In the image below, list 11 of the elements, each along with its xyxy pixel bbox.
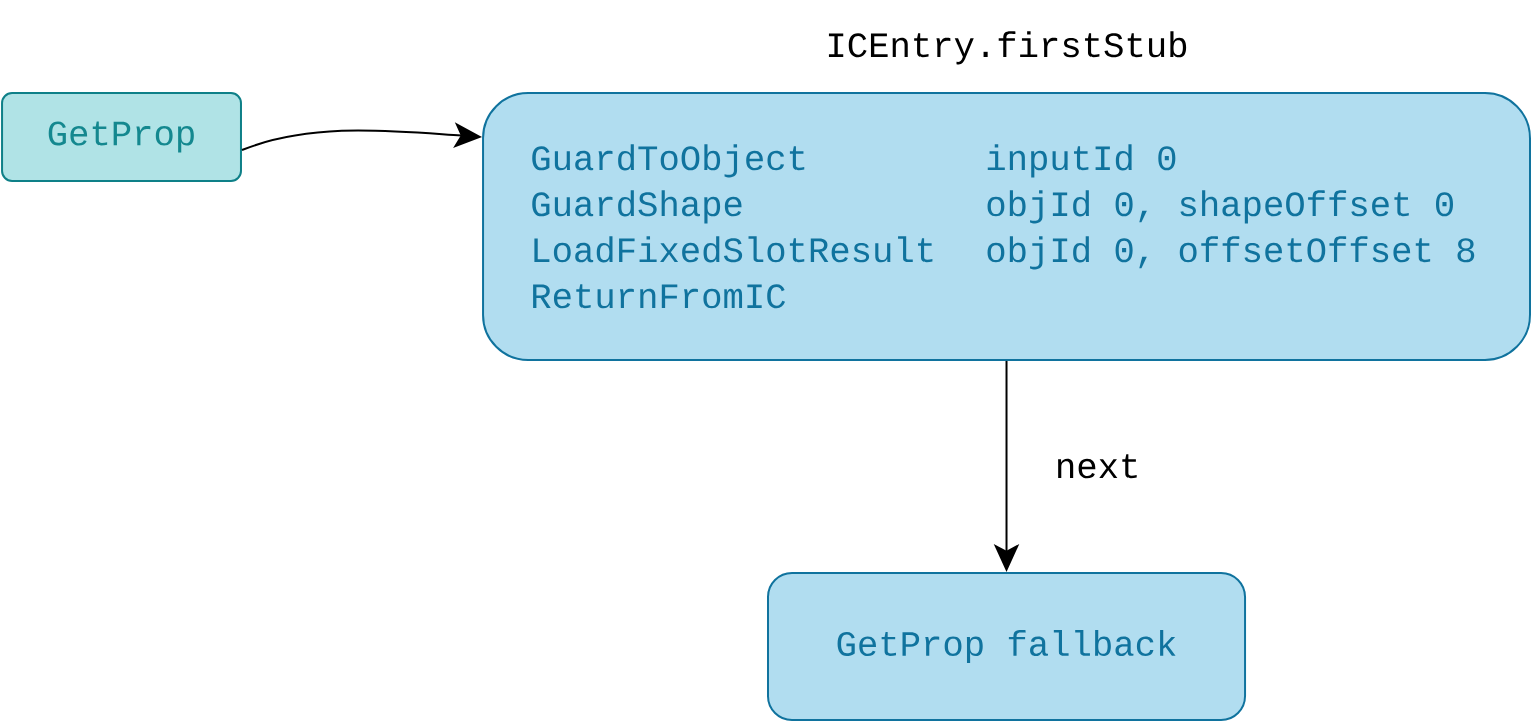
process-box: GetProp bbox=[1, 92, 242, 182]
edge-label: next bbox=[1052, 451, 1144, 481]
instruction-operands: inputId 0 bbox=[987, 144, 1176, 178]
instruction-operands: objId 0, shapeOffset 0 bbox=[987, 190, 1453, 224]
box-heading: ICEntry.firstStub bbox=[828, 31, 1187, 65]
instruction-name: GuardShape bbox=[532, 190, 742, 224]
instruction-name: LoadFixedSlotResult bbox=[534, 236, 933, 263]
instruction-operands: objId 0, offsetOffset 8 bbox=[987, 236, 1475, 270]
instruction-name: ReturnFromIC bbox=[533, 284, 786, 309]
instruction-name: GuardToObject bbox=[532, 144, 805, 178]
process-box: GetProp fallback bbox=[767, 572, 1247, 721]
